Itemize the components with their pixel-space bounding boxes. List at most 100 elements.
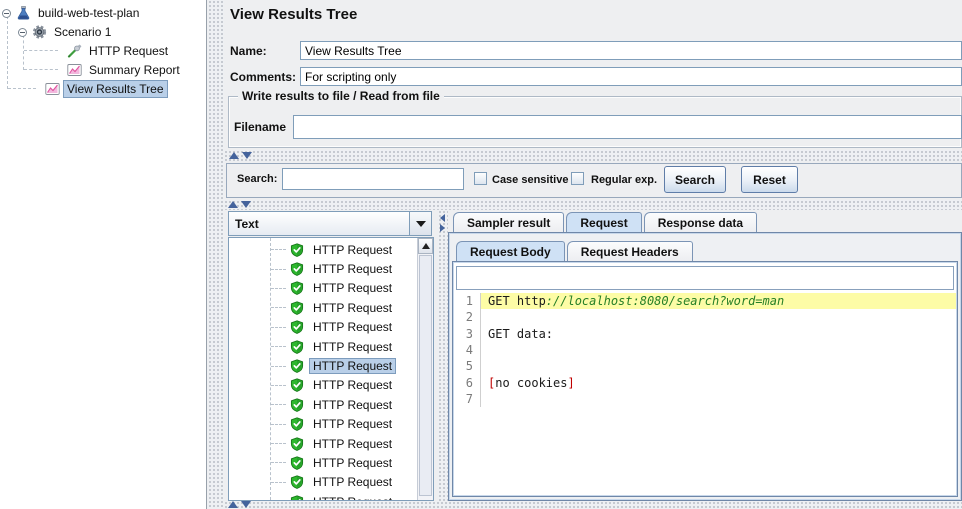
tree-node-label[interactable]: Summary Report: [89, 63, 180, 77]
result-item[interactable]: HTTP Request: [229, 395, 417, 414]
result-item-label[interactable]: HTTP Request: [308, 358, 397, 375]
collapse-down-icon[interactable]: [242, 152, 252, 159]
search-button[interactable]: Search: [664, 166, 726, 193]
result-item[interactable]: HTTP Request: [229, 279, 417, 298]
code-line-5: 5: [455, 358, 956, 375]
results-filter-dropdown[interactable]: Text: [228, 211, 432, 236]
scrollbar-thumb[interactable]: [419, 255, 432, 496]
tree-connector: [270, 238, 271, 500]
code-text: [481, 358, 956, 374]
tab-request-headers[interactable]: Request Headers: [566, 241, 693, 262]
tree-connector: [271, 307, 286, 309]
tree-node-label[interactable]: View Results Tree: [63, 80, 168, 98]
tree-node-label[interactable]: build-web-test-plan: [38, 6, 140, 20]
result-item-label[interactable]: HTTP Request: [313, 436, 393, 451]
case-sensitive-label: Case sensitive: [492, 174, 569, 186]
tree-connector: [8, 88, 36, 89]
success-shield-icon: [290, 398, 304, 412]
result-item-label[interactable]: HTTP Request: [313, 339, 393, 354]
tree-connector: [7, 16, 8, 89]
collapse-up-icon[interactable]: [229, 152, 239, 159]
tree-node-http-request[interactable]: HTTP Request: [62, 42, 171, 60]
result-item[interactable]: HTTP Request: [229, 473, 417, 492]
result-item[interactable]: HTTP Request: [229, 356, 417, 375]
tree-node-label[interactable]: HTTP Request: [89, 44, 169, 58]
regular-exp-checkbox[interactable]: [571, 172, 584, 185]
result-item-label[interactable]: HTTP Request: [313, 300, 393, 315]
filename-input[interactable]: [293, 115, 962, 139]
case-sensitive-checkbox[interactable]: [474, 172, 487, 185]
tab-request-body[interactable]: Request Body: [456, 241, 565, 262]
tree-connector: [24, 50, 58, 51]
collapse-up-icon[interactable]: [228, 501, 238, 508]
result-item-label[interactable]: HTTP Request: [310, 495, 395, 500]
success-shield-icon: [290, 475, 304, 490]
collapse-left-icon[interactable]: [440, 214, 445, 222]
result-item[interactable]: HTTP Request: [229, 434, 417, 453]
collapse-up-icon[interactable]: [228, 201, 238, 208]
result-item[interactable]: HTTP Request: [229, 492, 417, 500]
tree-connector: [271, 481, 286, 483]
reset-button[interactable]: Reset: [741, 166, 798, 193]
search-input[interactable]: [282, 168, 464, 190]
tree-connector: [271, 365, 286, 367]
tab-sampler-result[interactable]: Sampler result: [453, 212, 565, 233]
results-scrollbar[interactable]: [417, 238, 433, 500]
result-item-label[interactable]: HTTP Request: [313, 262, 393, 277]
tree-connector: [271, 384, 286, 386]
name-input[interactable]: [300, 41, 962, 60]
result-item-label[interactable]: HTTP Request: [313, 320, 393, 335]
test-plan-icon: [16, 6, 31, 20]
chevron-down-icon[interactable]: [409, 212, 431, 235]
tree-node-view-results-tree[interactable]: View Results Tree: [40, 80, 168, 98]
success-shield-icon: [290, 456, 304, 470]
tree-expand-handle-icon[interactable]: [2, 8, 11, 18]
tab-response-data[interactable]: Response data: [643, 212, 758, 233]
comments-input[interactable]: [300, 67, 962, 86]
tree-connector: [271, 268, 286, 270]
result-item[interactable]: HTTP Request: [229, 318, 417, 337]
result-item-label[interactable]: HTTP Request: [313, 397, 393, 412]
splitter-results[interactable]: [438, 210, 448, 501]
code-line-6: 6[no cookies]: [455, 374, 956, 391]
success-shield-icon: [290, 243, 304, 257]
result-item[interactable]: HTTP Request: [229, 376, 417, 395]
tree-node-scenario-1[interactable]: Scenario 1: [18, 23, 114, 41]
result-item[interactable]: HTTP Request: [229, 298, 417, 317]
main-splitter[interactable]: [208, 0, 224, 509]
result-item-label[interactable]: HTTP Request: [313, 475, 393, 490]
result-item[interactable]: HTTP Request: [229, 259, 417, 278]
success-shield-icon: [290, 281, 304, 296]
result-item-label[interactable]: HTTP Request: [313, 378, 393, 393]
collapse-down-icon[interactable]: [241, 501, 251, 508]
collapse-down-icon[interactable]: [241, 201, 251, 208]
result-item[interactable]: HTTP Request: [229, 415, 417, 434]
result-item-label[interactable]: HTTP Request: [313, 281, 393, 296]
result-item-label[interactable]: HTTP Request: [313, 242, 393, 257]
tree-node-label[interactable]: Scenario 1: [54, 25, 112, 39]
result-item-label[interactable]: HTTP Request: [313, 455, 393, 470]
tree-expand-handle-icon[interactable]: [18, 27, 27, 37]
tree-node-summary-report[interactable]: Summary Report: [62, 61, 183, 79]
splitter-top[interactable]: [224, 150, 962, 161]
result-item[interactable]: HTTP Request: [229, 453, 417, 472]
result-item-label[interactable]: HTTP Request: [313, 417, 393, 432]
code-text: [481, 309, 956, 325]
result-item[interactable]: HTTP Request: [229, 337, 417, 356]
code-text: [no cookies]: [488, 375, 575, 390]
scroll-up-icon[interactable]: [418, 238, 433, 254]
tree-node-build-web-test-plan[interactable]: build-web-test-plan: [2, 4, 142, 22]
comments-label: Comments:: [230, 70, 297, 84]
result-item[interactable]: HTTP Request: [229, 240, 417, 259]
splitter-middle[interactable]: [224, 200, 962, 210]
tree-connector: [271, 346, 286, 348]
tree-connector: [271, 404, 286, 406]
code-text: GET http://localhost:8080/search?word=ma…: [481, 293, 956, 310]
line-number: 7: [455, 390, 481, 408]
collapse-right-icon[interactable]: [440, 224, 445, 232]
tree-connector: [271, 249, 286, 251]
tab-request[interactable]: Request: [566, 212, 642, 233]
splitter-bottom[interactable]: [224, 501, 962, 509]
